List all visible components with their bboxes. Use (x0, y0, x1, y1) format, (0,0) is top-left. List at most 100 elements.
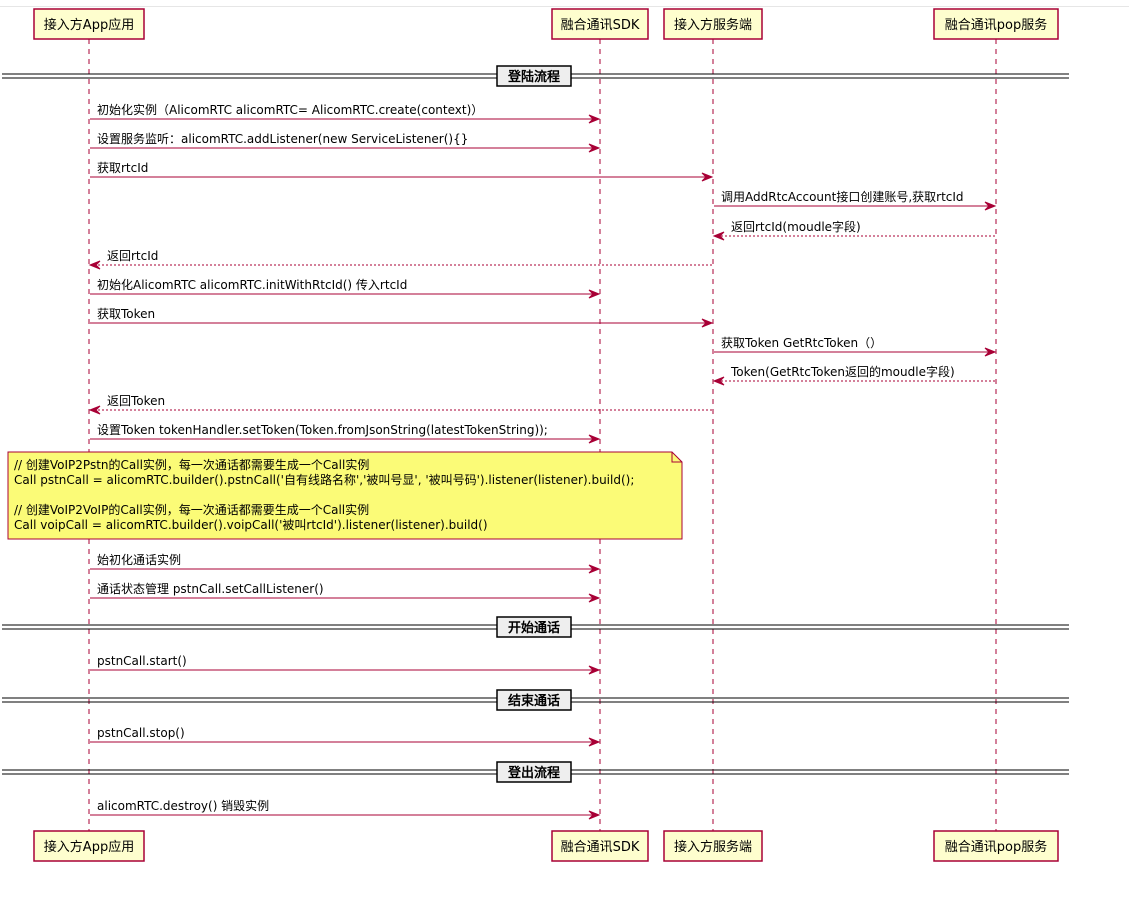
arrow-head (984, 201, 997, 211)
divider-2: 开始通话 (2, 616, 1069, 638)
divider-1: 登陆流程 (2, 65, 1069, 87)
note-line: Call voipCall = alicomRTC.builder().voip… (14, 518, 488, 532)
arrow-head (588, 665, 601, 675)
message-label: 返回rtcId(moudle字段) (731, 219, 861, 234)
participant-label: 融合通讯SDK (561, 18, 640, 33)
participant-label: 融合通讯pop服务 (945, 839, 1047, 855)
participant-box (663, 8, 763, 40)
message-13: 始初化通话实例 (90, 552, 601, 574)
message-label: alicomRTC.destroy() 销毁实例 (97, 798, 269, 813)
arrow-head (701, 318, 714, 328)
arrow-head (712, 231, 725, 241)
participant-pop-bottom: 融合通讯pop服务 (933, 830, 1059, 862)
participant-pop-top: 融合通讯pop服务 (933, 8, 1059, 40)
messages: 初始化实例（AlicomRTC alicomRTC= AlicomRTC.cre… (88, 102, 997, 820)
lifelines (88, 39, 997, 831)
message-15: pstnCall.start() (90, 654, 601, 675)
participant-sdk-top: 融合通讯SDK (551, 8, 649, 40)
message-1: 初始化实例（AlicomRTC alicomRTC= AlicomRTC.cre… (90, 102, 601, 124)
divider-box (496, 65, 572, 87)
note: // 创建VoIP2Pstn的Call实例，每一次通话都需要生成一个Call实例… (7, 451, 683, 540)
message-label: 初始化AlicomRTC alicomRTC.initWithRtcId() 传… (97, 277, 407, 292)
message-10: Token(GetRtcToken返回的moudle字段) (712, 364, 995, 386)
message-label: pstnCall.start() (97, 654, 187, 668)
arrow-head (984, 347, 997, 357)
message-14: 通话状态管理 pstnCall.setCallListener() (90, 581, 601, 603)
message-label: 始初化通话实例 (97, 552, 181, 567)
divider-3: 结束通话 (2, 689, 1069, 711)
divider-box (496, 616, 572, 638)
message-7: 初始化AlicomRTC alicomRTC.initWithRtcId() 传… (90, 277, 601, 299)
message-label: 获取rtcId (97, 161, 148, 175)
participant-label: 接入方App应用 (44, 17, 134, 33)
message-3: 获取rtcId (90, 161, 714, 182)
divider-box (496, 689, 572, 711)
arrow-head (588, 810, 601, 820)
arrow-head (588, 114, 601, 124)
participant-box (33, 830, 145, 862)
participant-label: 融合通讯pop服务 (945, 17, 1047, 33)
arrow-head (588, 434, 601, 444)
message-4: 调用AddRtcAccount接口创建账号,获取rtcId (714, 189, 997, 211)
divider-label: 登陆流程 (507, 69, 560, 85)
message-label: Token(GetRtcToken返回的moudle字段) (730, 364, 955, 379)
arrow-head (712, 376, 725, 386)
arrow-head (588, 143, 601, 153)
participant-box (663, 830, 763, 862)
participant-server-top: 接入方服务端 (663, 8, 763, 40)
message-label: 获取Token GetRtcToken（） (721, 336, 882, 350)
message-5: 返回rtcId(moudle字段) (712, 219, 995, 241)
message-label: 通话状态管理 pstnCall.setCallListener() (97, 581, 324, 596)
message-label: pstnCall.stop() (97, 726, 185, 740)
message-2: 设置服务监听：alicomRTC.addListener(new Service… (90, 131, 601, 153)
arrow-head (701, 172, 714, 182)
note-box (7, 451, 683, 540)
message-8: 获取Token (90, 307, 714, 328)
divider-label: 结束通话 (508, 693, 560, 709)
divider-4: 登出流程 (2, 761, 1069, 783)
message-label: 返回Token (107, 394, 165, 408)
divider-box (496, 761, 572, 783)
participant-sdk-bottom: 融合通讯SDK (551, 830, 649, 862)
arrow-head (88, 405, 101, 415)
participants-top: 接入方App应用 融合通讯SDK 接入方服务端 融合通讯pop服务 (33, 8, 1059, 40)
participant-label: 接入方App应用 (44, 839, 134, 855)
message-label: 设置服务监听：alicomRTC.addListener(new Service… (97, 131, 468, 146)
divider-label: 登出流程 (507, 765, 560, 781)
participant-box (551, 830, 649, 862)
message-12: 设置Token tokenHandler.setToken(Token.from… (90, 423, 601, 444)
note-line: Call pstnCall = alicomRTC.builder().pstn… (14, 472, 634, 487)
arrow-head (588, 564, 601, 574)
participant-box (33, 8, 145, 40)
message-16: pstnCall.stop() (90, 726, 601, 747)
note-line: // 创建VoIP2VoIP的Call实例，每一次通话都需要生成一个Call实例 (14, 502, 369, 517)
participant-label: 接入方服务端 (674, 839, 752, 855)
arrow-head (588, 737, 601, 747)
message-17: alicomRTC.destroy() 销毁实例 (90, 798, 601, 820)
participant-box (933, 830, 1059, 862)
participants-bottom: 接入方App应用 融合通讯SDK 接入方服务端 融合通讯pop服务 (33, 830, 1059, 862)
participant-server-bottom: 接入方服务端 (663, 830, 763, 862)
divider-label: 开始通话 (508, 620, 560, 636)
message-6: 返回rtcId (88, 249, 712, 270)
participant-app-bottom: 接入方App应用 (33, 830, 145, 862)
message-label: 调用AddRtcAccount接口创建账号,获取rtcId (721, 189, 964, 204)
participant-app-top: 接入方App应用 (33, 8, 145, 40)
top-border (0, 0, 1129, 7)
message-label: 获取Token (97, 307, 155, 321)
message-label: 设置Token tokenHandler.setToken(Token.from… (97, 423, 548, 437)
participant-label: 接入方服务端 (674, 17, 752, 33)
message-label: 初始化实例（AlicomRTC alicomRTC= AlicomRTC.cre… (97, 102, 483, 117)
arrow-head (588, 593, 601, 603)
message-label: 返回rtcId (107, 249, 158, 263)
participant-label: 融合通讯SDK (561, 840, 640, 855)
arrow-head (588, 289, 601, 299)
note-fold (671, 452, 682, 463)
note-line: // 创建VoIP2Pstn的Call实例，每一次通话都需要生成一个Call实例 (14, 457, 369, 472)
message-11: 返回Token (88, 394, 712, 415)
arrow-head (88, 260, 101, 270)
participant-box (551, 8, 649, 40)
message-9: 获取Token GetRtcToken（） (714, 336, 997, 357)
